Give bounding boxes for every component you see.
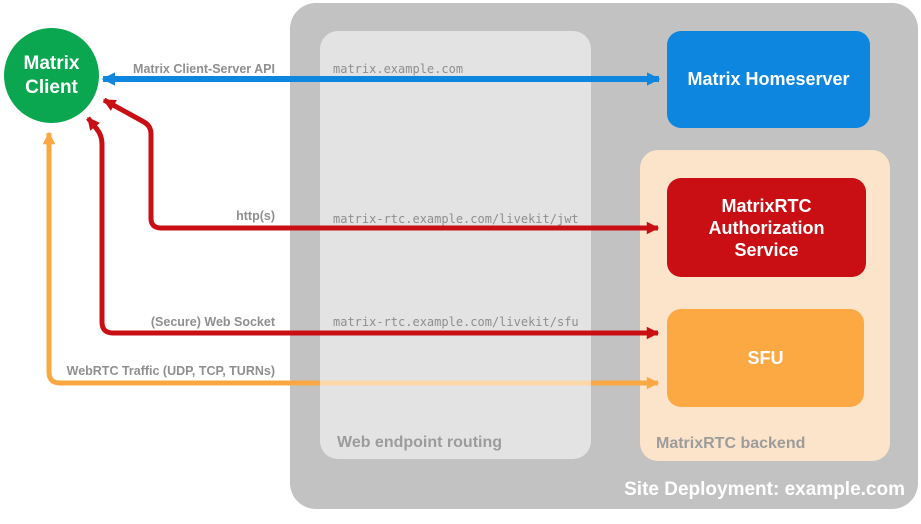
- sfu-node: SFU: [667, 309, 864, 407]
- matrix-client-label-line2: Client: [25, 76, 78, 98]
- matrixrtc-backend-label: MatrixRTC backend: [656, 435, 806, 452]
- endpoint-livekit-jwt: matrix-rtc.example.com/livekit/jwt: [333, 212, 579, 226]
- matrixrtc-authorization-service-node: MatrixRTC Authorization Service: [667, 178, 866, 277]
- matrix-homeserver-label: Matrix Homeserver: [687, 69, 850, 89]
- secure-websocket-arrow-label: (Secure) Web Socket: [150, 315, 275, 329]
- client-server-api-arrow-label: Matrix Client-Server API: [133, 62, 275, 76]
- matrix-client-label-line1: Matrix: [23, 52, 80, 74]
- matrix-homeserver-node: Matrix Homeserver: [667, 31, 870, 128]
- web-endpoint-routing-container: Web endpoint routing: [320, 31, 591, 459]
- endpoint-livekit-sfu: matrix-rtc.example.com/livekit/sfu: [333, 315, 579, 329]
- https-arrow-label: http(s): [236, 209, 275, 223]
- matrixrtc-authorization-service-label: MatrixRTC Authorization Service: [708, 195, 825, 260]
- webrtc-traffic-arrow-label: WebRTC Traffic (UDP, TCP, TURNs): [66, 364, 275, 378]
- sfu-label: SFU: [747, 347, 784, 368]
- site-deployment-label: Site Deployment: example.com: [624, 479, 905, 500]
- web-endpoint-routing-label: Web endpoint routing: [337, 434, 503, 451]
- endpoint-matrix-example-com: matrix.example.com: [333, 62, 464, 76]
- matrix-client-node: Matrix Client: [4, 28, 99, 123]
